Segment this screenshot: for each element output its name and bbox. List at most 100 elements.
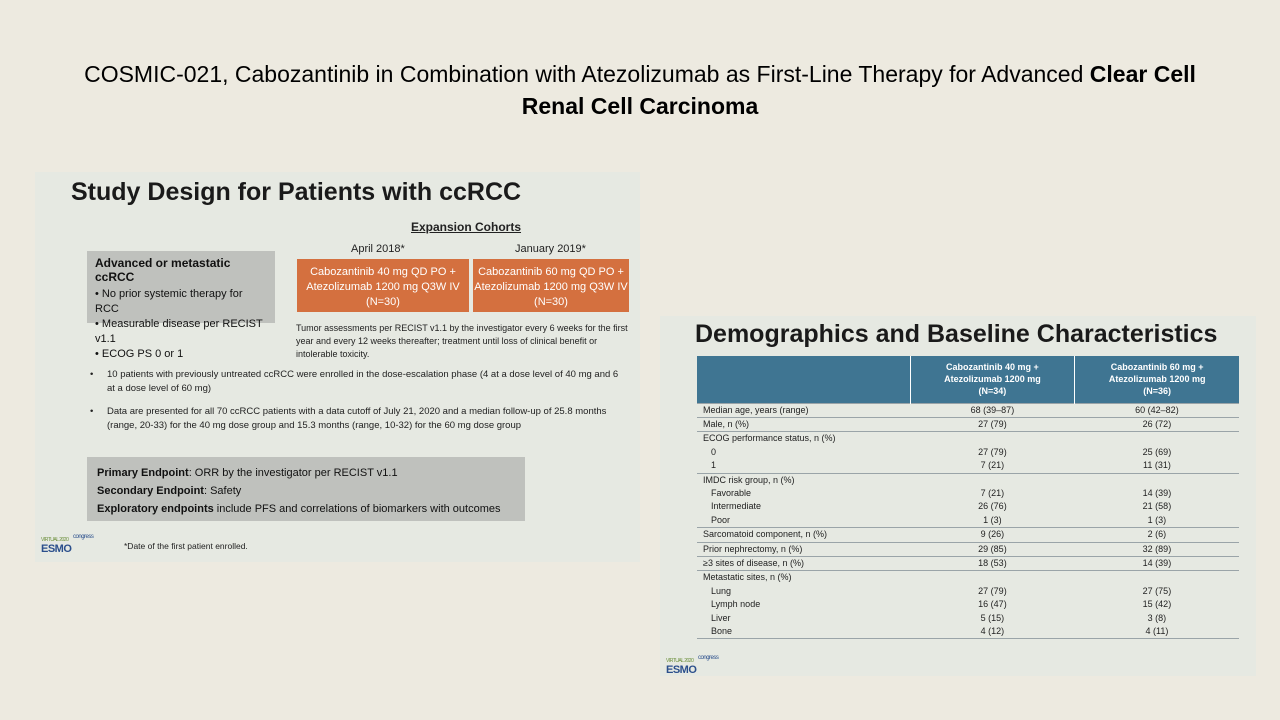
esmo-logo: VIRTUAL 2020 ESMO congress xyxy=(666,655,719,676)
table-row: ECOG performance status, n (%) xyxy=(697,431,1239,446)
cell-40mg xyxy=(910,472,1075,487)
row-label: Metastatic sites, n (%) xyxy=(697,570,910,585)
slide-title: COSMIC-021, Cabozantinib in Combination … xyxy=(60,58,1220,122)
table-row: Lymph node 16 (47) 15 (42) xyxy=(697,598,1239,611)
cell-60mg: 11 (31) xyxy=(1143,460,1171,471)
row-label: Lymph node xyxy=(711,599,761,610)
cell-60mg: 2 (6) xyxy=(1074,527,1239,543)
cohort-2-box: Cabozantinib 60 mg QD PO + Atezolizumab … xyxy=(473,259,629,312)
row-label: Prior nephrectomy, n (%) xyxy=(697,541,910,557)
cell-60mg: 14 (39) xyxy=(1074,555,1239,571)
cell-60mg: 15 (42) xyxy=(1142,599,1172,610)
study-design-panel: Study Design for Patients with ccRCC Exp… xyxy=(35,172,640,562)
study-bullets: •10 patients with previously untreated c… xyxy=(90,368,620,442)
row-label: Male, n (%) xyxy=(697,416,910,432)
slide-title-bold: Clear Cell Renal Cell Carcinoma xyxy=(521,61,1196,119)
table-header-blank xyxy=(697,356,911,403)
demographics-panel: Demographics and Baseline Characteristic… xyxy=(660,316,1256,676)
row-label: Favorable xyxy=(711,487,752,498)
table-row: Favorable 7 (21) 14 (39) xyxy=(697,487,1239,500)
footnote: *Date of the first patient enrolled. xyxy=(124,541,248,551)
table-row: 0 27 (79) 25 (69) xyxy=(697,446,1239,459)
criteria-item: • Measurable disease per RECIST v1.1 xyxy=(95,318,263,345)
row-label: Median age, years (range) xyxy=(697,402,910,418)
cell-60mg: 60 (42–82) xyxy=(1074,402,1239,418)
cell-60mg: 3 (8) xyxy=(1147,612,1167,623)
row-label: Lung xyxy=(711,585,732,596)
cell-40mg: 27 (79) xyxy=(978,585,1007,596)
row-label: ECOG performance status, n (%) xyxy=(697,431,910,446)
cell-40mg: 18 (53) xyxy=(910,555,1075,571)
endpoints-box: Primary Endpoint: ORR by the investigato… xyxy=(87,457,525,521)
table-row: Metastatic sites, n (%) xyxy=(697,570,1239,585)
eligibility-criteria-box: Advanced or metastatic ccRCC • No prior … xyxy=(87,251,275,360)
row-label: 0 xyxy=(711,446,717,457)
cell-60mg xyxy=(1074,431,1239,446)
cell-40mg: 16 (47) xyxy=(978,599,1007,610)
cell-40mg: 27 (79) xyxy=(978,446,1007,457)
row-label: Bone xyxy=(697,625,910,640)
table-row: Lung 27 (79) 27 (75) xyxy=(697,585,1239,598)
cell-40mg: 4 (12) xyxy=(910,625,1075,640)
column-header-40mg: Cabozantinib 40 mg + Atezolizumab 1200 m… xyxy=(910,356,1076,403)
cell-40mg xyxy=(910,570,1075,585)
exploratory-endpoints: Exploratory endpoints include PFS and co… xyxy=(97,503,501,515)
table-header-row: Cabozantinib 40 mg + Atezolizumab 1200 m… xyxy=(697,356,1239,403)
demographics-title: Demographics and Baseline Characteristic… xyxy=(695,320,1218,348)
cell-60mg: 25 (69) xyxy=(1142,446,1172,457)
secondary-endpoint: Secondary Endpoint: Safety xyxy=(97,485,242,497)
cell-40mg: 7 (21) xyxy=(980,487,1005,498)
cell-40mg: 1 (3) xyxy=(983,514,1002,525)
table-row: Sarcomatoid component, n (%)9 (26)2 (6) xyxy=(697,527,1239,543)
cohort-1-line3: (N=30) xyxy=(366,296,400,308)
expansion-cohorts-heading: Expansion Cohorts xyxy=(411,220,522,234)
row-label: ≥3 sites of disease, n (%) xyxy=(697,555,910,571)
cell-60mg xyxy=(1074,570,1239,585)
study-design-title: Study Design for Patients with ccRCC xyxy=(71,178,522,206)
cell-60mg: 26 (72) xyxy=(1074,416,1239,432)
cohort-2-line3: (N=30) xyxy=(534,296,568,308)
cell-40mg: 27 (79) xyxy=(910,416,1075,432)
row-label: Liver xyxy=(711,612,731,623)
cell-60mg: 14 (39) xyxy=(1142,487,1172,498)
table-row: Liver 5 (15) 3 (8) xyxy=(697,612,1239,625)
table-row: 1 7 (21) 11 (31) xyxy=(697,459,1239,473)
cell-60mg: 1 (3) xyxy=(1147,514,1167,525)
cell-40mg: 68 (39–87) xyxy=(910,402,1075,418)
cell-40mg: 9 (26) xyxy=(910,527,1075,543)
cell-60mg xyxy=(1074,472,1239,487)
cohort-2-date: January 2019* xyxy=(515,243,586,255)
cohort-2-line1: Cabozantinib 60 mg QD PO + xyxy=(478,266,624,278)
demographics-table: Cabozantinib 40 mg + Atezolizumab 1200 m… xyxy=(697,356,1239,640)
tumor-assessment-note: Tumor assessments per RECIST v1.1 by the… xyxy=(296,323,628,359)
cell-40mg: 26 (76) xyxy=(978,501,1007,512)
row-label: Intermediate xyxy=(711,501,762,512)
list-item: •10 patients with previously untreated c… xyxy=(90,369,619,394)
table-row: Median age, years (range)68 (39–87)60 (4… xyxy=(697,402,1239,418)
criteria-item: • No prior systemic therapy for RCC xyxy=(95,288,243,315)
esmo-logo: VIRTUAL 2020 ESMO congress xyxy=(41,534,94,555)
row-label: Sarcomatoid component, n (%) xyxy=(697,527,910,543)
table-row: Male, n (%)27 (79)26 (72) xyxy=(697,416,1239,432)
cohort-1-line2: Atezolizumab 1200 mg Q3W IV xyxy=(306,281,460,293)
cohort-1-box: Cabozantinib 40 mg QD PO + Atezolizumab … xyxy=(297,259,469,312)
cell-40mg: 5 (15) xyxy=(980,612,1005,623)
list-item: •Data are presented for all 70 ccRCC pat… xyxy=(90,406,607,431)
primary-endpoint: Primary Endpoint: ORR by the investigato… xyxy=(97,467,398,479)
table-row: Prior nephrectomy, n (%)29 (85)32 (89) xyxy=(697,541,1239,557)
slide-title-plain: COSMIC-021, Cabozantinib in Combination … xyxy=(84,61,1090,87)
criteria-title: Advanced or metastatic ccRCC xyxy=(95,256,231,284)
cell-40mg xyxy=(910,431,1075,446)
cell-60mg: 21 (58) xyxy=(1142,501,1172,512)
cohort-1-date: April 2018* xyxy=(351,243,405,255)
row-label: IMDC risk group, n (%) xyxy=(697,472,910,487)
cell-40mg: 7 (21) xyxy=(980,460,1005,471)
cohort-2-line2: Atezolizumab 1200 mg Q3W IV xyxy=(474,281,628,293)
cell-60mg: 27 (75) xyxy=(1142,585,1172,596)
column-header-60mg: Cabozantinib 60 mg + Atezolizumab 1200 m… xyxy=(1074,356,1239,403)
row-label: 1 xyxy=(711,460,717,471)
table-row: IMDC risk group, n (%) xyxy=(697,472,1239,487)
criteria-item: • ECOG PS 0 or 1 xyxy=(95,348,184,360)
cohort-1-line1: Cabozantinib 40 mg QD PO + xyxy=(310,266,456,278)
